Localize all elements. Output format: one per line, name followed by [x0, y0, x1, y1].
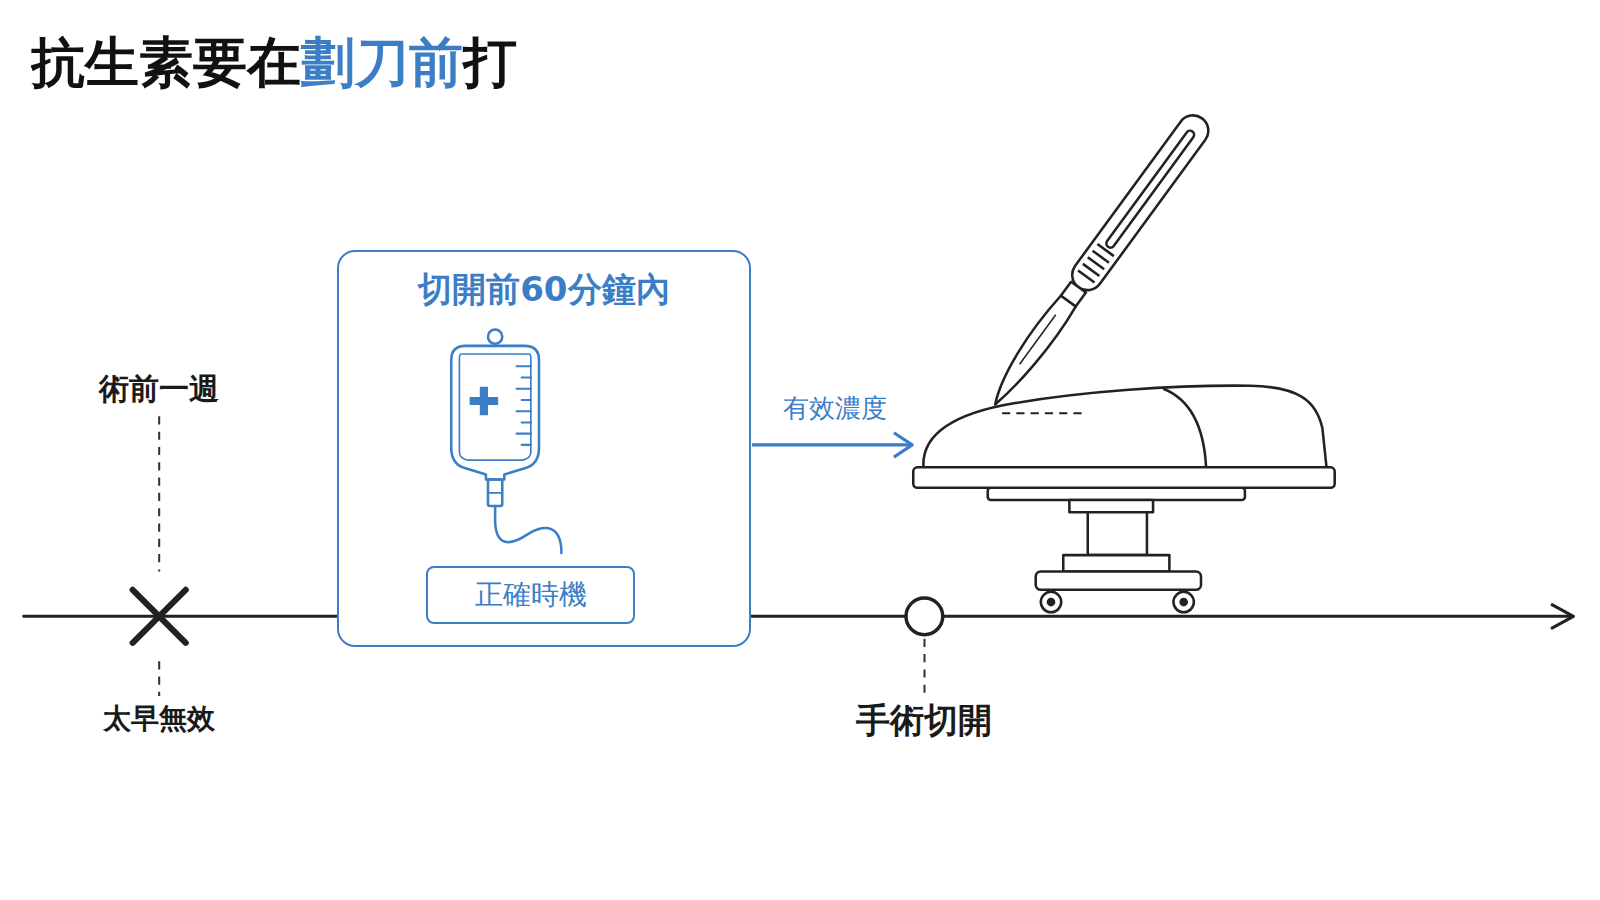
incision-label: 手術切開 [856, 698, 992, 744]
wheel [1041, 592, 1061, 612]
table-base [1063, 555, 1169, 571]
scale-tick [516, 410, 530, 412]
scale-tick [516, 365, 530, 367]
table-column [1088, 512, 1147, 555]
wheel-hub [1181, 599, 1187, 605]
table-base-bar [1036, 571, 1201, 589]
table-top [913, 467, 1334, 487]
patient-body [923, 386, 1326, 468]
wheel-hub [1048, 599, 1054, 605]
scale-tick [516, 433, 530, 435]
note-label: 太早無效 [100, 700, 218, 738]
medical-cross [469, 387, 498, 416]
time-label: 術前一週 [96, 368, 222, 409]
leader-line [923, 639, 925, 696]
drip-chamber [488, 480, 502, 507]
scale-tick [516, 388, 530, 390]
scalpel [981, 109, 1214, 412]
scalpel-blade [984, 294, 1077, 409]
timing-box: 正確時機 [426, 566, 634, 624]
blanket-fold [1163, 389, 1206, 468]
leader-line [158, 661, 160, 696]
drip-line [488, 492, 502, 494]
scale-tick [521, 399, 530, 401]
box-label: 正確時機 [475, 576, 587, 614]
box-heading: 切開前60分鐘內 [418, 267, 669, 313]
timeline-arrowhead [1551, 604, 1573, 628]
wheel [1173, 592, 1193, 612]
scalpel-handle [1066, 109, 1214, 296]
grip-line [1097, 244, 1113, 256]
incision-marker [906, 598, 943, 635]
operating-table [913, 386, 1334, 613]
iv-bag [451, 330, 561, 553]
title: 抗生素要在劃刀前打 [31, 31, 517, 96]
x-stroke [133, 590, 186, 643]
grip-line [1093, 251, 1109, 263]
grip-line [1083, 264, 1099, 276]
scalpel-slot [1105, 129, 1196, 249]
incision-line [1002, 412, 1084, 414]
iv-bag-inner [459, 354, 530, 460]
grip-line [1078, 270, 1094, 282]
x-stroke [133, 590, 186, 643]
scale-tick [521, 444, 530, 446]
scalpel-grip [1078, 244, 1114, 282]
scale-tick [521, 421, 530, 423]
iv-hook [488, 330, 502, 344]
leader-line [158, 416, 160, 571]
incision-point: 手術切開 [903, 595, 946, 638]
table-pedestal [1069, 500, 1153, 512]
blade-edge [1020, 315, 1056, 364]
table-frame [988, 488, 1245, 500]
scale-tick [521, 376, 530, 378]
incision-circle [903, 595, 946, 638]
concentration-arrowhead [894, 433, 912, 457]
concentration-arrow [752, 443, 910, 446]
x-marker [133, 590, 186, 643]
iv-tube [495, 506, 561, 553]
arrow-label: 有效濃度 [780, 391, 890, 426]
grip-line [1088, 257, 1104, 269]
time-window-box: 切開前60分鐘內正確時機 [337, 250, 751, 647]
iv-bag-body [451, 346, 539, 480]
timeline [22, 615, 1571, 618]
